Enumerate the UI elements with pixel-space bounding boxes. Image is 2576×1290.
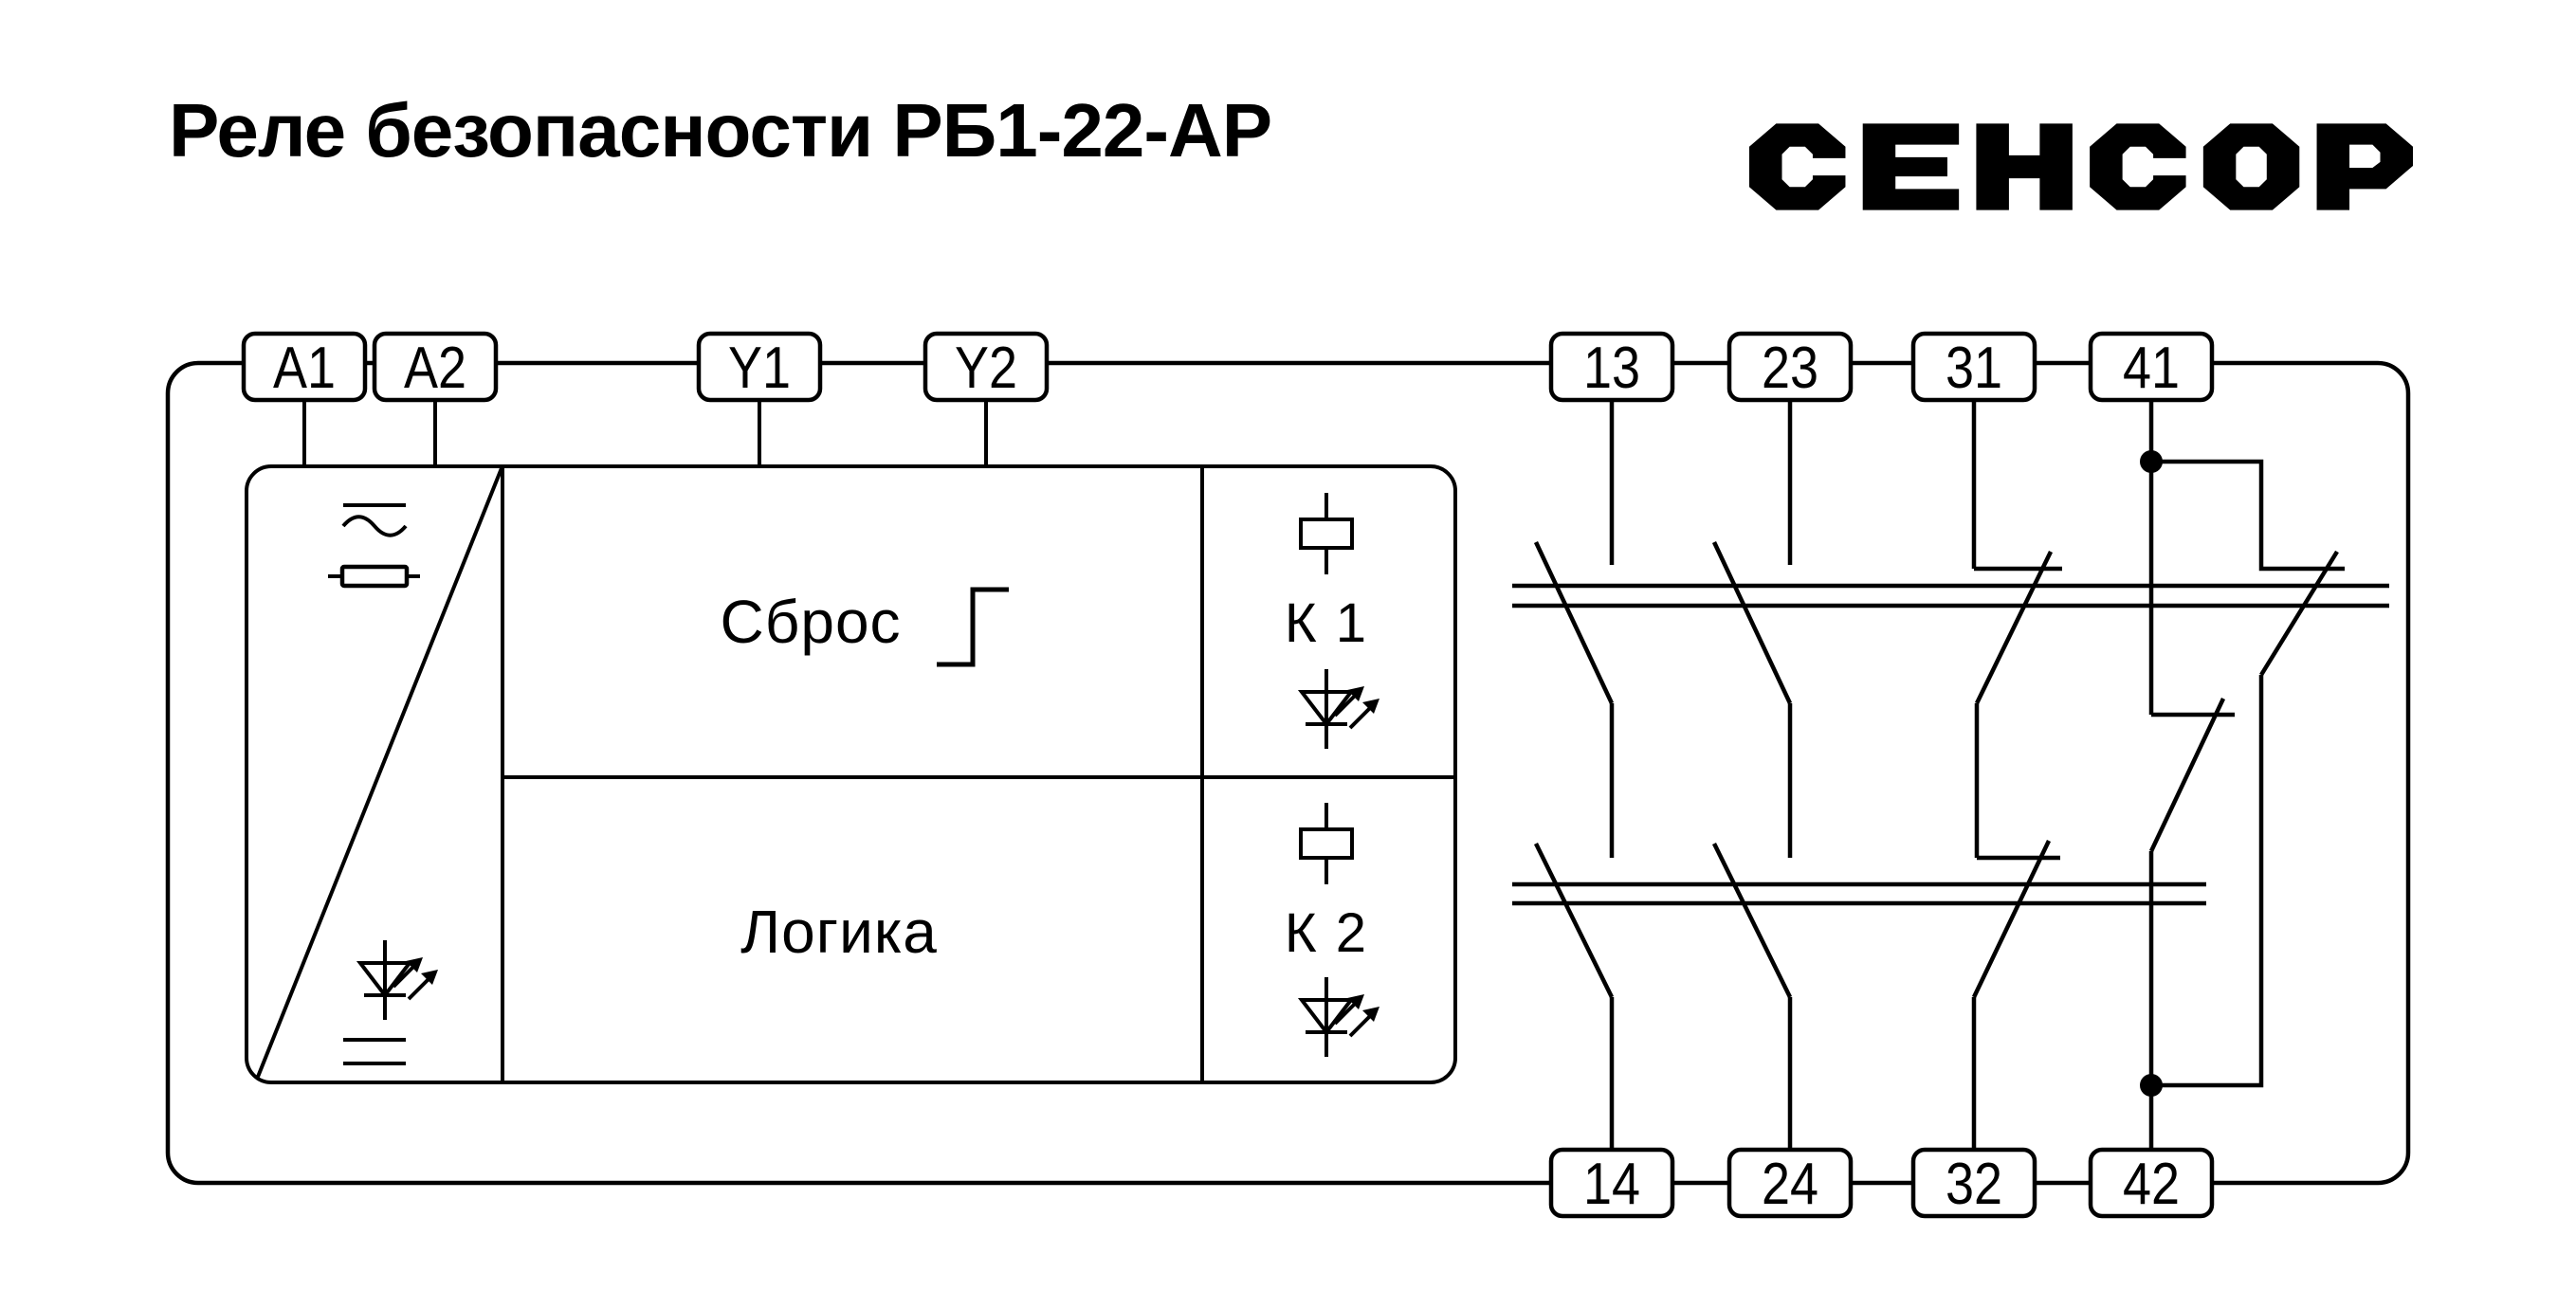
power-supply-section xyxy=(328,503,440,1065)
terminal-label: Y1 xyxy=(728,336,791,401)
led-icon xyxy=(358,938,440,1022)
terminal-14: 14 xyxy=(1548,1147,1675,1219)
reset-label: Сброс xyxy=(720,588,901,656)
terminal-label: 41 xyxy=(2123,336,2180,401)
relay2-label: К 2 xyxy=(1285,902,1368,964)
terminal-23: 23 xyxy=(1726,331,1854,403)
junction-dot-icon xyxy=(2140,1074,2163,1097)
logo-letter-o xyxy=(2202,123,2300,210)
contact-arm xyxy=(2259,550,2339,677)
enclosure-frame xyxy=(165,360,2411,1186)
terminal-y1: Y1 xyxy=(696,331,823,403)
terminal-32: 32 xyxy=(1910,1147,2037,1219)
logo-letter-e xyxy=(1862,123,1960,210)
junction-dot-icon xyxy=(2140,450,2163,473)
contact-column-13-14 xyxy=(1533,400,1615,1150)
contact-arm xyxy=(1533,843,1615,998)
relay-coil-icon xyxy=(1299,801,1354,886)
terminal-leads xyxy=(302,400,988,466)
terminal-label: A1 xyxy=(273,336,336,401)
contact-column-41-42 xyxy=(2140,400,2345,1150)
terminal-41: 41 xyxy=(2088,331,2215,403)
terminal-y2: Y2 xyxy=(923,331,1050,403)
contact-column-23-24 xyxy=(1711,400,1793,1150)
logo-letter-n xyxy=(1976,123,2073,210)
terminal-label: 31 xyxy=(1946,336,2002,401)
terminal-label: 13 xyxy=(1583,336,1640,401)
branch-wire xyxy=(2151,459,2345,572)
sensor-logo: СЕНСОР xyxy=(1749,123,2413,210)
relay-k2-cell: К 2 xyxy=(1285,801,1381,1059)
reset-cell: Сброс xyxy=(720,587,1009,667)
logo-letter-s xyxy=(1749,123,1846,210)
dc-supply-icon xyxy=(343,1038,406,1065)
terminal-31: 31 xyxy=(1910,331,2037,403)
terminal-13: 13 xyxy=(1548,331,1675,403)
terminal-label: 23 xyxy=(1762,336,1818,401)
branch-wire xyxy=(2151,675,2264,1088)
contact-arm xyxy=(1711,541,1793,704)
logo-letters xyxy=(1749,123,2413,210)
terminal-label: Y2 xyxy=(955,336,1017,401)
relay-coil-icon xyxy=(1299,491,1354,576)
terminal-24: 24 xyxy=(1726,1147,1854,1219)
page-title: Реле безопасности РБ1-22-АР xyxy=(169,88,1272,173)
function-block-outline xyxy=(245,464,1457,1084)
mechanical-linkage-bars xyxy=(1512,583,2389,906)
power-section-diagonal xyxy=(256,467,503,1078)
logo-letter-r xyxy=(2316,123,2413,210)
contact-column-31-32 xyxy=(1971,400,2062,1150)
logo-letter-s2 xyxy=(2090,123,2186,210)
terminal-label: A2 xyxy=(404,336,466,401)
contact-arm xyxy=(2148,698,2226,852)
terminal-a2: A2 xyxy=(372,331,499,403)
fuse-icon xyxy=(328,564,420,589)
terminal-label: 42 xyxy=(2123,1152,2180,1217)
contact-arm xyxy=(1533,541,1615,704)
led-icon xyxy=(1300,667,1381,751)
terminal-label: 24 xyxy=(1762,1152,1818,1217)
rising-edge-icon xyxy=(937,587,1009,667)
terminal-a1: A1 xyxy=(241,331,368,403)
terminal-label: 14 xyxy=(1583,1152,1640,1217)
contact-arm xyxy=(1974,551,2054,704)
led-icon xyxy=(1300,975,1381,1059)
relay-k1-cell: К 1 xyxy=(1285,491,1381,751)
terminals-top: A1 A2 Y1 Y2 13 23 xyxy=(241,331,2215,403)
terminals-bottom: 14 24 32 42 xyxy=(1548,1147,2215,1219)
relay1-label: К 1 xyxy=(1285,592,1368,654)
terminal-42: 42 xyxy=(2088,1147,2215,1219)
logic-label: Логика xyxy=(740,898,938,966)
ac-supply-icon xyxy=(341,503,408,537)
contact-arm xyxy=(1711,843,1793,998)
function-block: Сброс Логика К 1 К 2 xyxy=(245,464,1457,1084)
terminal-label: 32 xyxy=(1946,1152,2002,1217)
contact-arm xyxy=(1971,840,2052,998)
